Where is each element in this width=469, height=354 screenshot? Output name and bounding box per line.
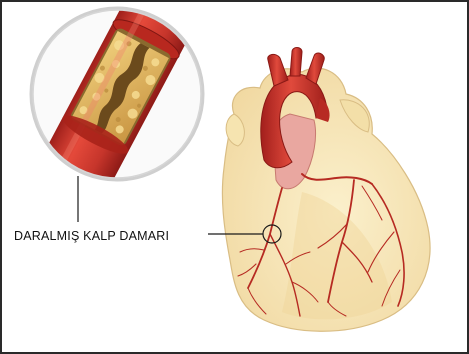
aorta-branch-2 xyxy=(290,48,302,77)
heart-illustration xyxy=(222,48,430,332)
narrowed-artery-label: DARALMIŞ KALP DAMARI xyxy=(14,229,169,243)
magnified-artery-inset xyxy=(31,2,203,201)
